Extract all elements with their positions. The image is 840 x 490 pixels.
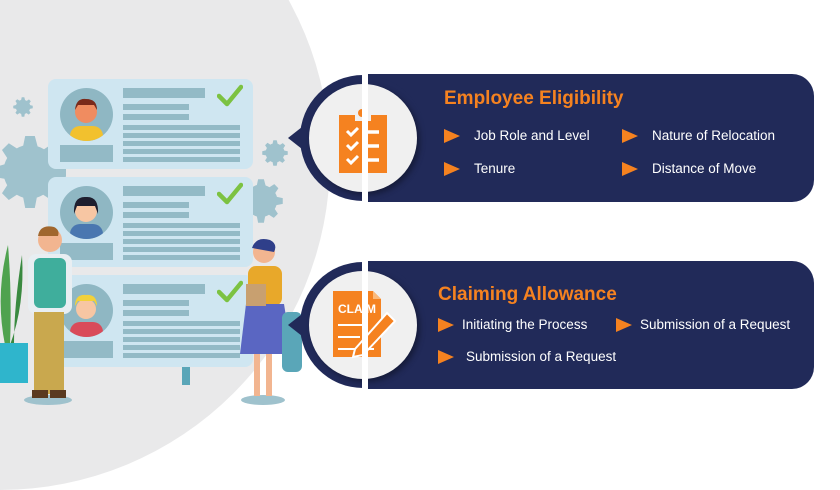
section-title: Claiming Allowance bbox=[438, 284, 617, 305]
check-icon bbox=[217, 280, 243, 303]
list-item: Distance of Move bbox=[622, 161, 756, 176]
arrow-icon bbox=[438, 317, 454, 332]
text-placeholder bbox=[123, 141, 240, 146]
text-placeholder bbox=[123, 329, 240, 334]
profile-card bbox=[48, 275, 253, 367]
divider bbox=[362, 74, 368, 202]
list-item: Submission of a Request bbox=[438, 349, 616, 364]
divider bbox=[362, 261, 368, 389]
pointer bbox=[288, 127, 302, 149]
avatar bbox=[60, 186, 113, 239]
text-placeholder bbox=[123, 202, 189, 208]
list-item: Tenure bbox=[444, 161, 515, 176]
gear-icon bbox=[262, 140, 288, 166]
arrow-icon bbox=[616, 317, 632, 332]
list-item: Submission of a Request bbox=[616, 317, 790, 332]
profile-card bbox=[48, 177, 253, 267]
check-icon bbox=[217, 182, 243, 205]
text-placeholder bbox=[123, 300, 189, 306]
section-title: Employee Eligibility bbox=[444, 88, 624, 109]
text-placeholder bbox=[123, 321, 240, 326]
item-label: Submission of a Request bbox=[640, 317, 791, 332]
arrow-icon bbox=[622, 161, 638, 176]
text-placeholder bbox=[123, 125, 240, 130]
item-label: Nature of Relocation bbox=[652, 128, 776, 143]
text-placeholder bbox=[123, 104, 189, 110]
name-placeholder bbox=[60, 243, 113, 260]
man-thinking-illustration bbox=[24, 226, 72, 405]
plant-illustration bbox=[0, 245, 28, 383]
list-item: Initiating the Process bbox=[438, 317, 587, 332]
item-label: Job Role and Level bbox=[474, 128, 590, 143]
avatar bbox=[60, 88, 113, 141]
text-placeholder bbox=[123, 133, 240, 138]
text-placeholder bbox=[123, 353, 240, 358]
arrow-icon bbox=[444, 128, 460, 143]
text-placeholder bbox=[123, 337, 240, 342]
text-placeholder bbox=[123, 149, 240, 154]
text-placeholder bbox=[123, 255, 240, 260]
pointer bbox=[288, 314, 302, 336]
list-item: Job Role and Level bbox=[444, 128, 590, 143]
arrow-icon bbox=[622, 128, 638, 143]
text-placeholder bbox=[123, 114, 189, 120]
employee-eligibility-panel bbox=[368, 74, 814, 202]
text-placeholder bbox=[123, 231, 240, 236]
text-placeholder bbox=[123, 247, 240, 252]
item-label: Distance of Move bbox=[652, 161, 757, 176]
text-placeholder bbox=[123, 186, 205, 196]
text-placeholder bbox=[123, 88, 205, 98]
arrow-icon bbox=[438, 349, 454, 364]
name-placeholder bbox=[60, 145, 113, 162]
item-label: Submission of a Request bbox=[466, 349, 617, 364]
profile-card bbox=[48, 79, 253, 169]
item-label: Tenure bbox=[474, 161, 516, 176]
text-placeholder bbox=[123, 157, 240, 162]
text-placeholder bbox=[123, 223, 240, 228]
board-stand bbox=[182, 367, 190, 385]
text-placeholder bbox=[123, 345, 240, 350]
name-placeholder bbox=[60, 341, 113, 358]
list-item: Nature of Relocation bbox=[622, 128, 775, 143]
text-placeholder bbox=[123, 310, 189, 316]
gear-icon bbox=[13, 97, 33, 117]
text-placeholder bbox=[123, 284, 205, 294]
svg-text:CLAIM: CLAIM bbox=[338, 302, 376, 316]
arrow-icon bbox=[444, 161, 460, 176]
text-placeholder bbox=[123, 212, 189, 218]
item-label: Initiating the Process bbox=[462, 317, 588, 332]
check-icon bbox=[217, 84, 243, 107]
woman-with-clipboard-illustration bbox=[240, 239, 292, 405]
text-placeholder bbox=[123, 239, 240, 244]
